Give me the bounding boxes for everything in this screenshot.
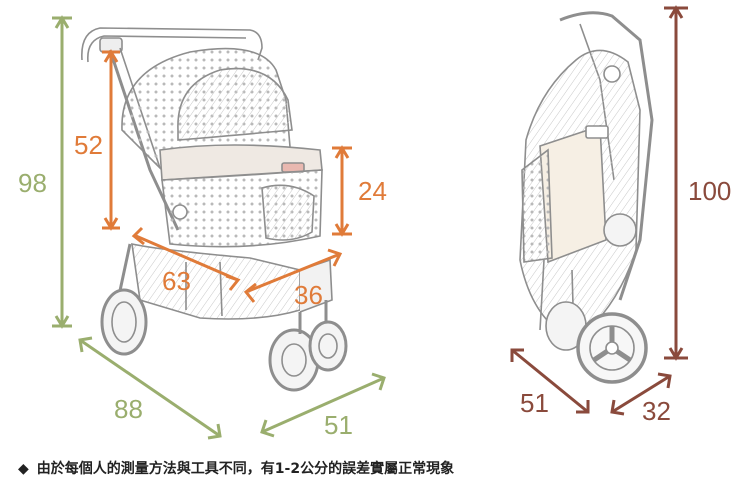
cabin-width-label: 36 (294, 280, 323, 310)
folded-height-label: 100 (688, 176, 732, 206)
front-height-label: 98 (18, 168, 47, 198)
cabin-length-label: 63 (162, 266, 191, 296)
folded-stroller-sketch (519, 11, 654, 384)
folded-length-label: 51 (520, 388, 549, 418)
measurement-note: ◆ 由於每個人的測量方法與工具不同，有1-2公分的誤差實屬正常現象 (18, 458, 454, 478)
handle-drop-label: 52 (74, 130, 103, 160)
base-length-label: 88 (114, 394, 143, 424)
window-height-label: 24 (358, 176, 387, 206)
folded-width-label: 32 (642, 396, 671, 426)
base-width-label: 51 (324, 410, 353, 440)
open-stroller-sketch (81, 27, 348, 392)
green-dimension-lines (52, 15, 386, 440)
note-text: 由於每個人的測量方法與工具不同，有1-2公分的誤差實屬正常現象 (36, 461, 455, 477)
diamond-bullet-icon: ◆ (18, 461, 29, 477)
brown-dimension-lines (510, 5, 688, 416)
orange-dimension-lines (102, 49, 352, 303)
